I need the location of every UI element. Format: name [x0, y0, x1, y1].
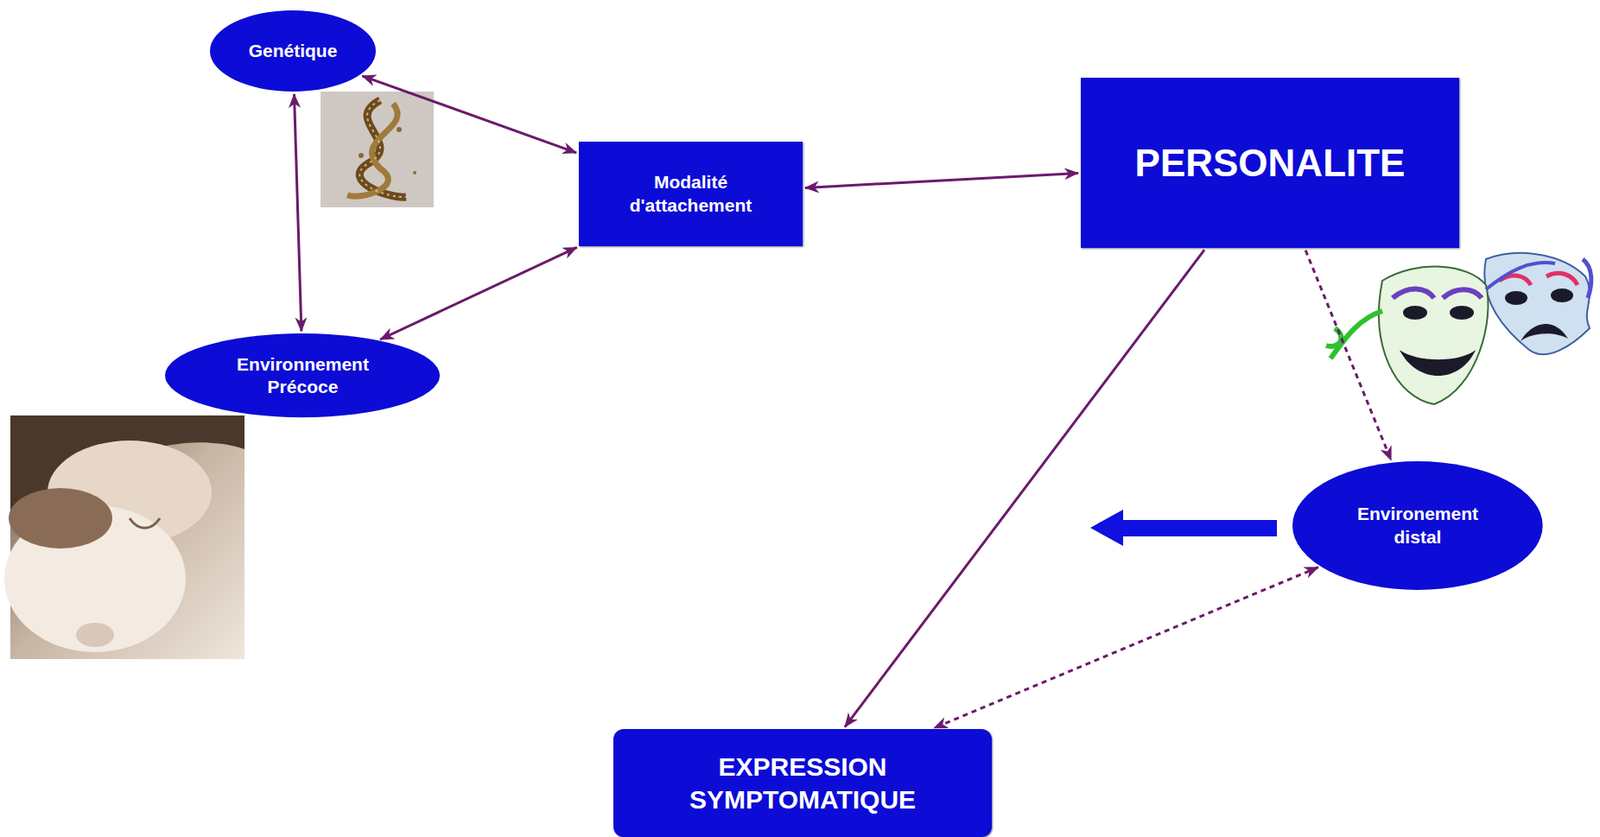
connector-arrow	[805, 172, 1079, 188]
oval-node: Environement distal	[1292, 461, 1543, 591]
ellipse-shape	[165, 333, 440, 418]
oval-node: Genétique	[209, 10, 376, 92]
connector-arrow	[294, 94, 302, 331]
node-label: Modalité d'attachement	[600, 171, 782, 217]
connector-arrow	[361, 76, 577, 153]
block-arrow	[1090, 509, 1277, 547]
connector-arrow	[380, 247, 578, 340]
connector-arrow	[1305, 250, 1391, 461]
node-label: Environement distal	[1339, 502, 1496, 549]
connector-arrow	[933, 567, 1319, 729]
process-box: Modalité d'attachement	[578, 141, 803, 247]
main-box: PERSONALITE	[1080, 77, 1460, 248]
ellipse-shape	[1292, 461, 1543, 591]
result-box: EXPRESSION SYMPTOMATIQUE	[613, 729, 992, 837]
node-label: Environnement Précoce	[215, 353, 389, 400]
mother-baby-photo	[4, 415, 245, 660]
node-label: PERSONALITE	[1135, 139, 1406, 187]
node-label: Genétique	[248, 39, 338, 63]
theatre-masks	[1326, 253, 1592, 405]
node-label: EXPRESSION SYMPTOMATIQUE	[629, 750, 976, 816]
connector-arrow	[844, 249, 1205, 727]
dna-picture	[320, 91, 434, 208]
oval-node: Environnement Précoce	[165, 333, 440, 418]
